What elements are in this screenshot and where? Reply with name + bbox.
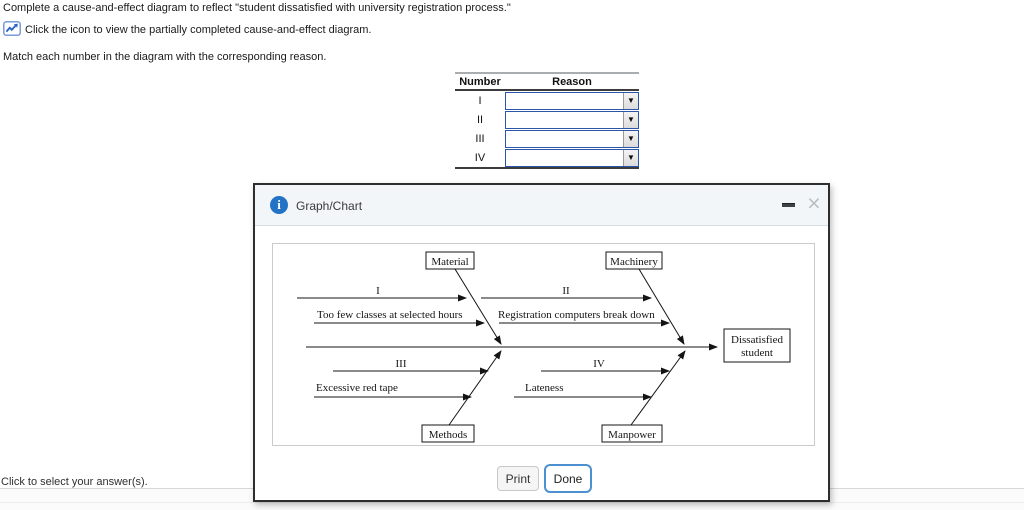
reason-select-2-value (506, 112, 623, 128)
dropdown-arrow-icon[interactable]: ▼ (623, 149, 638, 166)
row-number-label: IV (474, 151, 486, 164)
answer-hint-text: Click to select your answer(s). (1, 476, 148, 488)
reason-select-4[interactable]: ▼ (505, 148, 639, 167)
material-box (425, 251, 475, 270)
dropdown-arrow-icon[interactable]: ▼ (623, 92, 638, 109)
print-button[interactable]: Print (497, 466, 539, 491)
cause-text-machinery: Registration computers break down (498, 309, 655, 321)
methods-label: Methods (429, 429, 468, 441)
table-row: I ▼ (455, 91, 639, 110)
cause-text-material: Too few classes at selected hours (317, 309, 463, 321)
branch-material (454, 268, 502, 345)
methods-box (421, 424, 475, 443)
modal-title: Graph/Chart (296, 199, 363, 213)
reason-select-1-value (506, 93, 623, 109)
row-number-label: III (475, 132, 485, 145)
dropdown-arrow-icon[interactable]: ▼ (623, 130, 638, 147)
modal-header: i Graph/Chart × (255, 185, 828, 226)
row-number-label: I (478, 94, 482, 107)
instruction-line-1: Complete a cause-and-effect diagram to r… (3, 2, 511, 14)
branch-methods (448, 350, 502, 426)
dropdown-arrow-icon[interactable]: ▼ (623, 111, 638, 128)
reason-select-2[interactable]: ▼ (505, 110, 639, 129)
reason-select-3-value (506, 131, 623, 147)
cause-text-manpower: Lateness (525, 382, 563, 394)
footer-divider-2 (0, 502, 1024, 503)
machinery-label: Machinery (610, 256, 658, 268)
instruction-line-3: Match each number in the diagram with th… (3, 51, 327, 63)
cause-number-III: III (396, 358, 407, 370)
cause-number-II: II (562, 285, 570, 297)
instruction-line-2: Click the icon to view the partially com… (25, 24, 372, 36)
row-number-label: II (476, 113, 484, 126)
effect-box (723, 328, 791, 363)
answer-table: Number Reason I ▼ II ▼ III ▼ (455, 72, 639, 169)
minimize-icon[interactable] (782, 203, 795, 207)
material-label: Material (431, 256, 468, 268)
table-row: III ▼ (455, 129, 639, 148)
answer-table-header: Number Reason (455, 74, 639, 91)
branch-machinery (638, 268, 685, 345)
effect-label-line1: Dissatisfied (731, 334, 783, 346)
reason-select-1[interactable]: ▼ (505, 91, 639, 110)
reason-select-4-value (506, 150, 623, 166)
column-header-reason: Reason (552, 75, 592, 88)
manpower-box (601, 424, 663, 443)
fishbone-diagram: I Too few classes at selected hours II R… (272, 243, 815, 446)
machinery-box (605, 251, 663, 270)
cause-number-IV: IV (593, 358, 605, 370)
branch-manpower (630, 350, 686, 426)
done-button[interactable]: Done (544, 464, 592, 493)
reason-select-3[interactable]: ▼ (505, 129, 639, 148)
manpower-label: Manpower (608, 429, 656, 441)
cause-text-methods: Excessive red tape (316, 382, 398, 394)
info-icon: i (270, 196, 288, 214)
graph-chart-modal: i Graph/Chart × I Too few classes at sel… (253, 183, 830, 502)
table-row: IV ▼ (455, 148, 639, 167)
column-header-number: Number (459, 75, 501, 88)
cause-number-I: I (376, 285, 380, 297)
fishbone-diagram-svg: I Too few classes at selected hours II R… (297, 251, 791, 443)
close-icon[interactable]: × (807, 190, 821, 216)
effect-label-line2: student (741, 347, 773, 359)
table-row: II ▼ (455, 110, 639, 129)
chart-icon[interactable] (3, 21, 21, 36)
